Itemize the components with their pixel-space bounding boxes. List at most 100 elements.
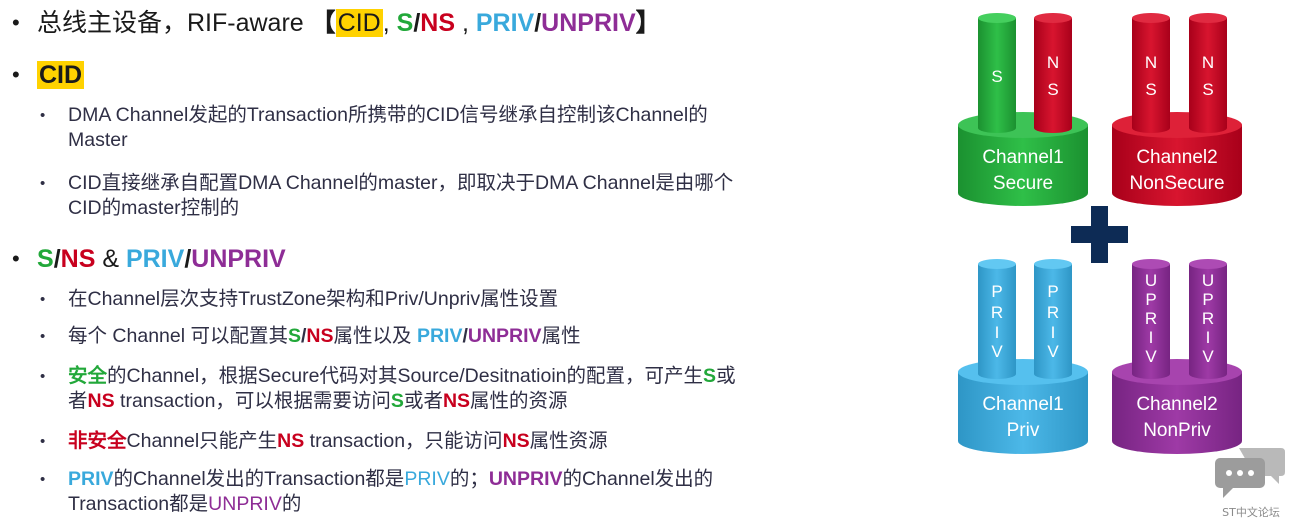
ns-label: NS [306,325,334,347]
bullet-text: 总线主设备，RIF-aware 【CID, S/NS , PRIV/UNPRIV… [37,8,661,38]
unpriv-label: UNPRIV [467,325,542,347]
list-item-text: 安全的Channel，根据Secure代码对其Source/Desitnatio… [68,364,908,414]
bullet-dot: • [40,175,46,192]
unpriv-label: UNPRIV [208,493,282,515]
channel4-title: Channel2 [1136,394,1217,415]
text-run: 属性的资源 [470,390,568,412]
pipe-unpriv: U P R I V [1189,259,1227,379]
list-item-text: 非安全Channel只能产生NS transaction，只能访问NS属性资源 [68,429,908,454]
list-item-text: CID直接继承自配置DMA Channel的master，即取决于DMA Cha… [68,171,908,221]
pipe-label: P [1202,290,1213,309]
text-run: 的Channel发出的 [562,468,714,490]
text-line: DMA Channel发起的Transaction所携带的CID信号继承自控制该… [68,104,708,126]
secure-label: 安全 [68,365,108,387]
pipe-label: S [1202,80,1213,99]
pipe-label: S [991,67,1002,86]
pipe-label: P [1145,290,1156,309]
bullet-dot: • [40,368,46,385]
list-item-text: 每个 Channel 可以配置其S/NS属性以及 PRIV/UNPRIV属性 [68,324,908,349]
bullet-text: S/NS & PRIV/UNPRIV [37,244,286,274]
pipe-label: U [1145,271,1157,290]
pipe-priv: P R I V [1034,259,1072,379]
pipe-ns: N S [1034,13,1072,133]
bullet-dot: • [40,291,46,308]
ns-label: NS [502,430,530,452]
ns-label: NS [420,9,456,37]
pipe-label: R [991,303,1003,322]
priv-label: PRIV [125,245,185,273]
pipe-unpriv: U P R I V [1132,259,1170,379]
forum-watermark: ST中文论坛 [1209,444,1293,528]
ampersand: & [95,245,126,273]
s-label: S [396,9,414,37]
pipe-label: R [1047,303,1059,322]
pipe-label: I [1206,328,1211,347]
slash: / [53,245,61,273]
text-run: 属性 [541,325,581,347]
open-bracket: 【 [310,9,336,37]
text-line: CID的master控制的 [68,197,240,219]
priv-label: PRIV [404,468,450,490]
s-label: S [37,245,54,273]
text-run: 的Channel发出的Transaction都是 [113,468,405,490]
list-item-text: DMA Channel发起的Transaction所携带的CID信号继承自控制该… [68,103,908,153]
chat-bubble-icon [1215,448,1285,498]
s-label: S [390,390,404,412]
channel2-title: Channel2 [1136,147,1217,168]
text-run: 每个 Channel 可以配置其 [68,325,288,347]
unpriv-label: UNPRIV [541,9,636,37]
slash: / [184,245,192,273]
close-bracket: 】 [635,9,661,37]
channel1-subtitle: Secure [993,173,1053,194]
bullet-dot: • [12,62,20,87]
text-run: transaction，只能访问 [304,430,503,452]
nonsecure-label: 非安全 [68,430,127,452]
s-label: S [703,365,717,387]
bullet-dot: • [40,328,46,345]
cid-highlight: CID [335,9,383,37]
text-run: 或者 [403,390,443,412]
pipe-label: V [1145,347,1157,366]
text-run: transaction，可以根据需要访问 [114,390,391,412]
text-run: 属性以及 [333,325,417,347]
pipe-priv: P R I V [978,259,1016,379]
unpriv-label: UNPRIV [191,245,286,273]
bullet-text: CID [37,60,85,90]
s-label: S [287,325,301,347]
pipe-label: S [1047,80,1058,99]
pipe-label: V [1047,342,1059,361]
text-line: Master [68,129,128,151]
slash: / [534,9,542,37]
text-run: 或 [716,365,736,387]
pipe-label: V [991,342,1003,361]
text-line: CID直接继承自配置DMA Channel的master，即取决于DMA Cha… [68,172,734,194]
priv-label: PRIV [416,325,463,347]
pipe-label: V [1202,347,1214,366]
unpriv-label: UNPRIV [488,468,563,490]
slash: / [301,325,307,347]
priv-label: PRIV [475,9,535,37]
pipe-label: S [1145,80,1156,99]
text-run: 的； [449,468,489,490]
list-item-text: PRIV的Channel发出的Transaction都是PRIV的；UNPRIV… [68,467,908,517]
cid-heading: CID [37,61,85,89]
plus-icon [1071,206,1128,263]
pipe-ns: N S [1132,13,1170,133]
pipe-label: N [1145,53,1157,72]
channel4-subtitle: NonPriv [1143,420,1211,441]
bullet-dot: • [40,471,46,488]
comma: , [455,9,476,37]
pipe-ns: N S [1189,13,1227,133]
ns-label: NS [442,390,471,412]
bullet-dot: • [12,246,20,271]
channel1-title: Channel1 [982,147,1063,168]
channel3-title: Channel1 [982,394,1063,415]
channel3-subtitle: Priv [1007,420,1040,441]
text-run: Transaction都是 [68,493,209,515]
pipe-label: N [1047,53,1059,72]
ns-label: NS [60,245,96,273]
pipe-label: P [1047,282,1058,301]
priv-label: PRIV [68,468,114,490]
